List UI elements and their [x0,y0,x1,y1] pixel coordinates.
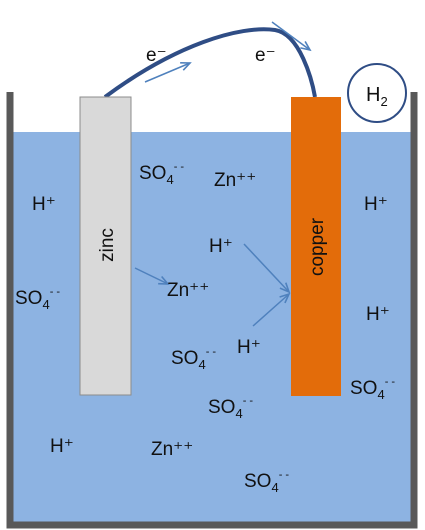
hydrogen-gas-label: H2 [366,84,388,109]
sulfate-ion: SO4- - [244,469,289,495]
zinc-ion: Zn⁺⁺ [151,439,193,460]
electrolyte-solution [10,132,414,524]
zinc-ion: Zn⁺⁺ [214,170,256,191]
zinc-electrode [79,96,132,396]
external-wire [103,27,317,99]
hydrogen-ion-arrow-upper [243,243,291,294]
zinc-electrode-label: zinc [97,228,118,262]
hydrogen-ion: H⁺ [237,337,261,358]
sulfate-ion: SO4- - [350,376,395,402]
hydrogen-ion: H⁺ [366,304,390,325]
hydrogen-ion: H⁺ [364,194,388,215]
sulfate-ion: SO4- - [15,286,60,312]
zinc-ion-arrow [134,267,170,285]
electron-flow-arrow-left [144,62,192,83]
hydrogen-ion: H⁺ [32,194,56,215]
electron-label-right: e⁻ [255,45,276,66]
sulfate-ion: SO4- - [208,395,253,421]
sulfate-ion: SO4- - [171,346,216,372]
electron-label-left: e⁻ [146,45,167,66]
hydrogen-ion-arrow-lower [252,292,291,327]
zinc-ion: Zn⁺⁺ [167,280,209,301]
beaker-container [6,92,418,529]
copper-electrode-label: copper [307,217,328,276]
electron-flow-arrow-right [271,21,312,52]
copper-electrode [291,97,341,396]
hydrogen-ion: H⁺ [50,436,74,457]
hydrogen-ion: H⁺ [209,236,233,257]
hydrogen-gas-bubble [347,63,407,123]
sulfate-ion: SO4- - [139,161,184,187]
